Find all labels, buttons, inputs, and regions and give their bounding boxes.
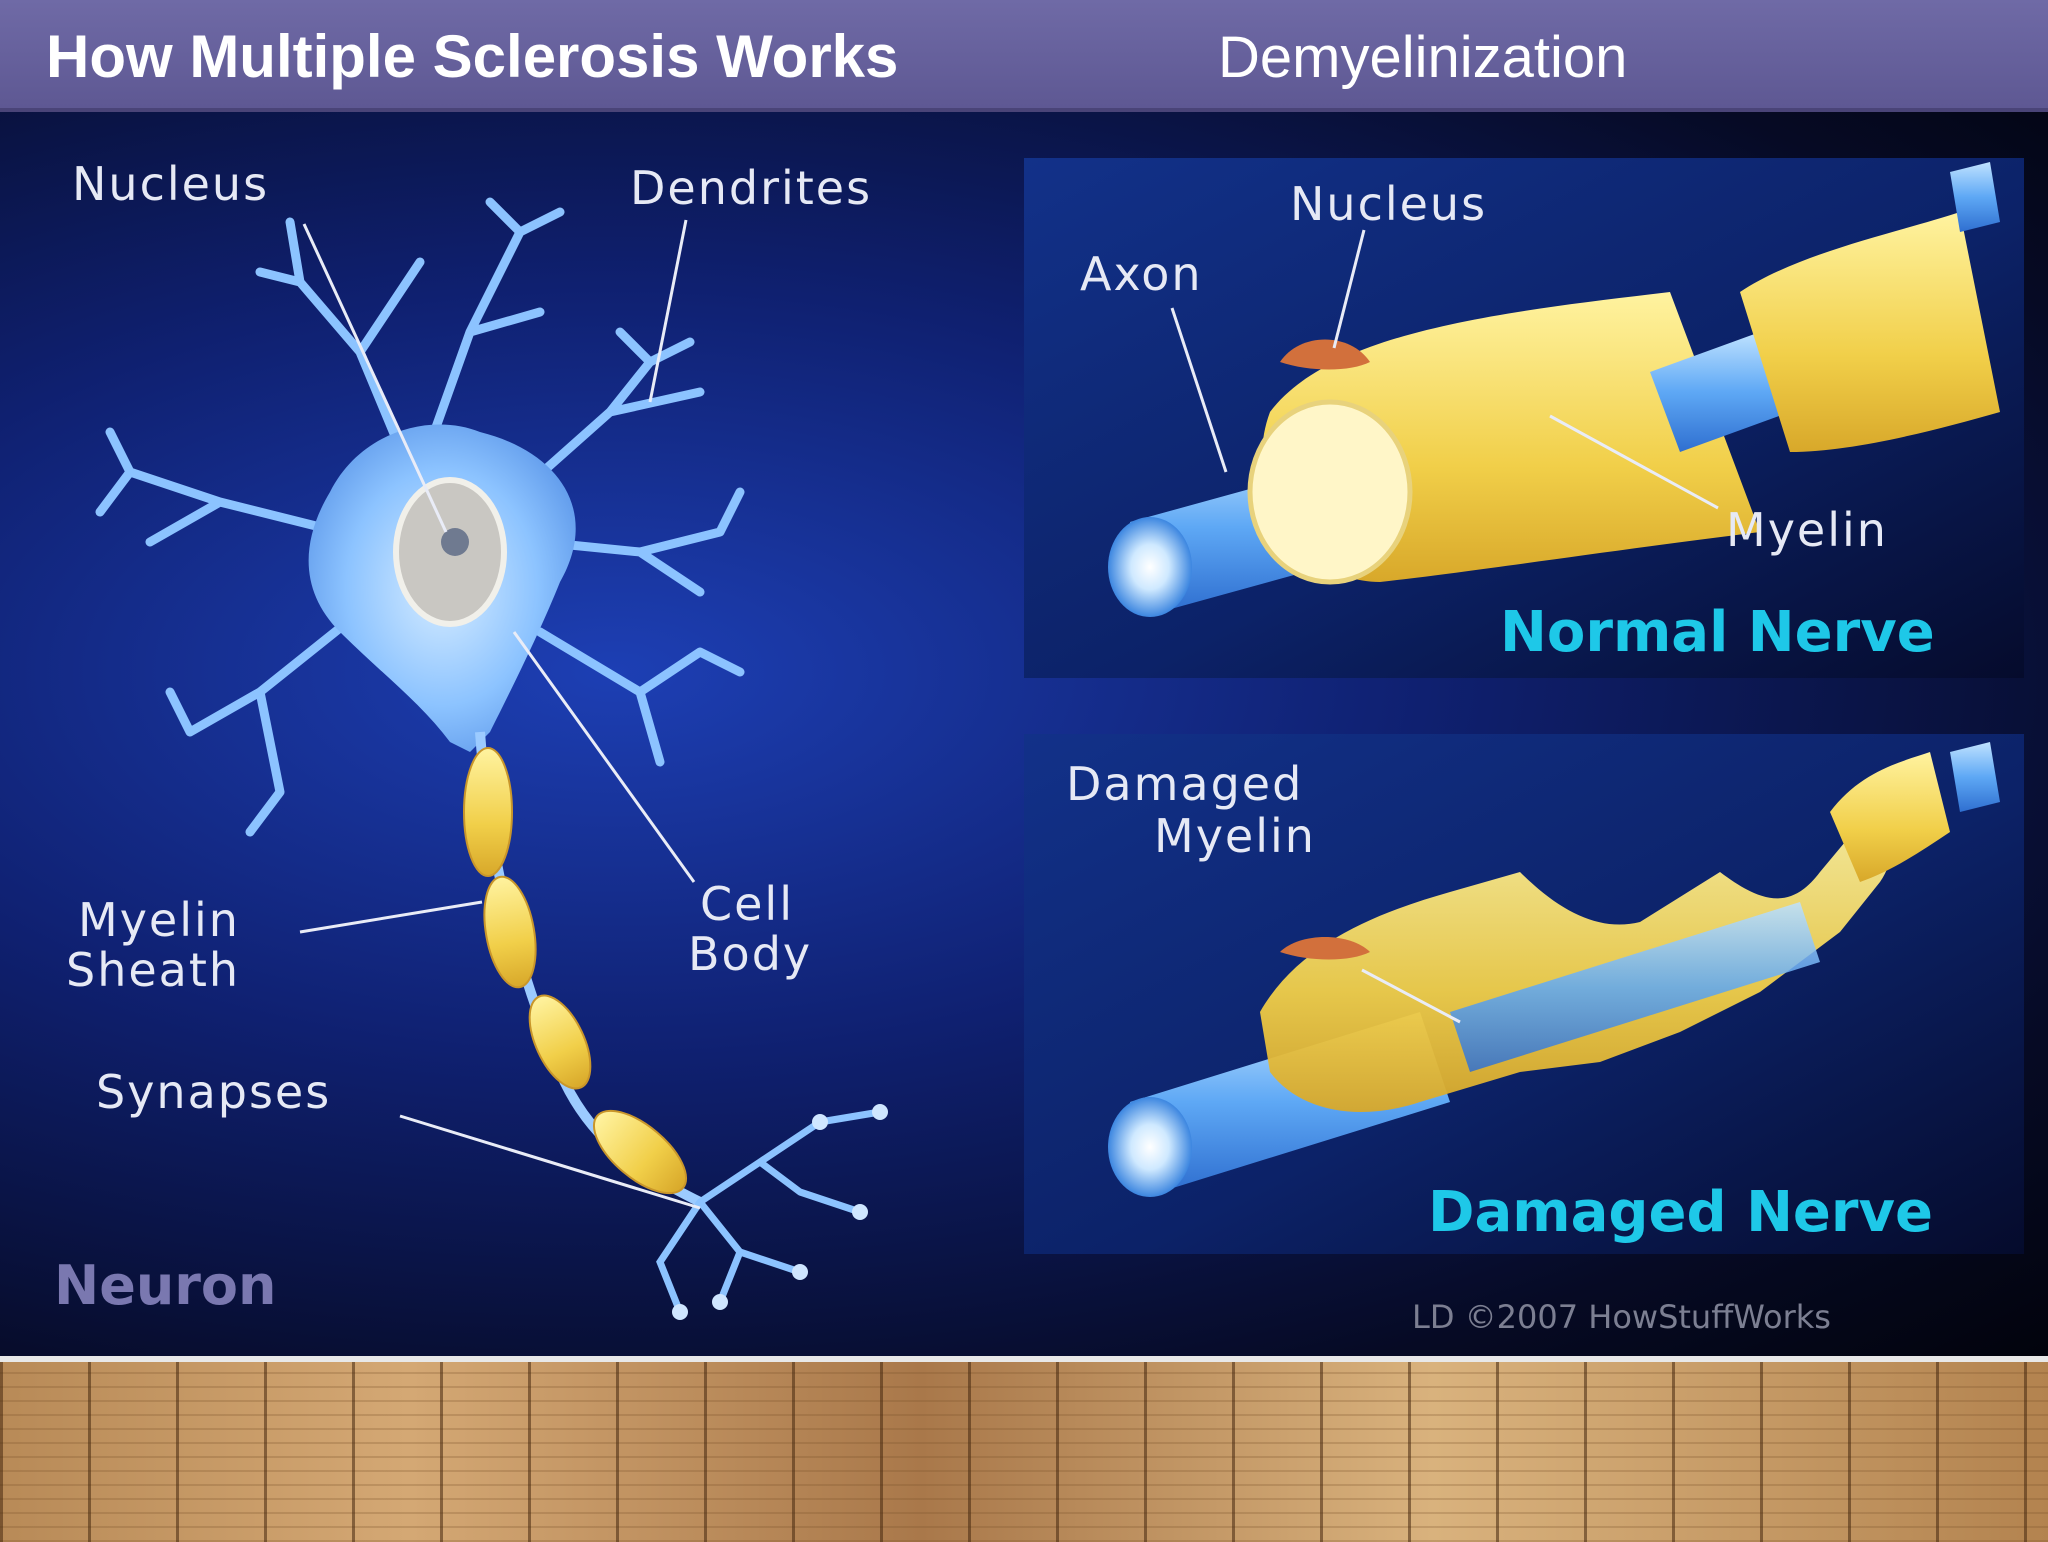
normal-myelin-segment-2 (1740, 212, 2000, 452)
normal-nucleus-shape (1280, 339, 1370, 370)
neuron-leader-lines (299, 219, 701, 1210)
damaged-leader-lines (1361, 968, 1461, 1024)
damaged-nerve-illustration (1108, 742, 2000, 1197)
myelin-ring-shape (1247, 399, 1413, 585)
damaged-myelin-fragment (1830, 752, 1950, 882)
normal-nerve-illustration (1108, 162, 2000, 617)
label-damaged-myelin-line1: Damaged (1066, 757, 1304, 811)
normal-axon-tip (1950, 162, 2000, 232)
label-cell-body-line2: Body (688, 927, 813, 981)
damaged-myelin-shape (1260, 812, 1891, 1112)
label-myelin-sheath-line2: Sheath (66, 943, 241, 997)
neuron-title: Neuron (54, 1254, 277, 1317)
exposed-axon-shape (1450, 902, 1820, 1072)
synapse-bulbs (672, 1104, 888, 1320)
neuron-illustration (95, 197, 888, 1320)
label-dendrites: Dendrites (630, 161, 873, 215)
diagram-panel: Nucleus Dendrites Myelin Sheath Cell Bod… (0, 112, 2048, 1356)
normal-axon-node (1650, 332, 1790, 452)
damaged-nerve-title: Damaged Nerve (1428, 1180, 1934, 1245)
label-myelin-sheath-line1: Myelin (78, 893, 240, 947)
damaged-axon-end (1108, 1097, 1192, 1197)
damaged-nucleus-shape (1280, 937, 1370, 960)
wood-floor-background (0, 1356, 2048, 1542)
label-axon: Axon (1080, 247, 1203, 301)
normal-leader-lines (1170, 229, 1719, 510)
myelin-sheath-segments (463, 747, 688, 1195)
label-synapses: Synapses (96, 1065, 332, 1119)
page-title: How Multiple Sclerosis Works (46, 23, 899, 90)
label-normal-nucleus: Nucleus (1290, 177, 1488, 231)
synapse-terminals (656, 1108, 884, 1316)
label-nucleus: Nucleus (72, 157, 270, 211)
credit-text: LD ©2007 HowStuffWorks (1412, 1298, 1831, 1336)
damaged-axon-tip (1950, 742, 2000, 812)
nucleolus-shape (441, 528, 469, 556)
diagram-svg (95, 158, 2024, 1320)
label-myelin: Myelin (1726, 503, 1888, 557)
normal-nerve-title: Normal Nerve (1500, 600, 1935, 665)
page-subtitle: Demyelinization (1218, 25, 1628, 90)
label-cell-body-line1: Cell (700, 877, 794, 931)
label-damaged-myelin-line2: Myelin (1154, 809, 1316, 863)
title-bar: How Multiple Sclerosis Works Demyeliniza… (0, 0, 2048, 112)
normal-axon-end (1108, 517, 1192, 617)
dendrites-shape (95, 197, 745, 837)
